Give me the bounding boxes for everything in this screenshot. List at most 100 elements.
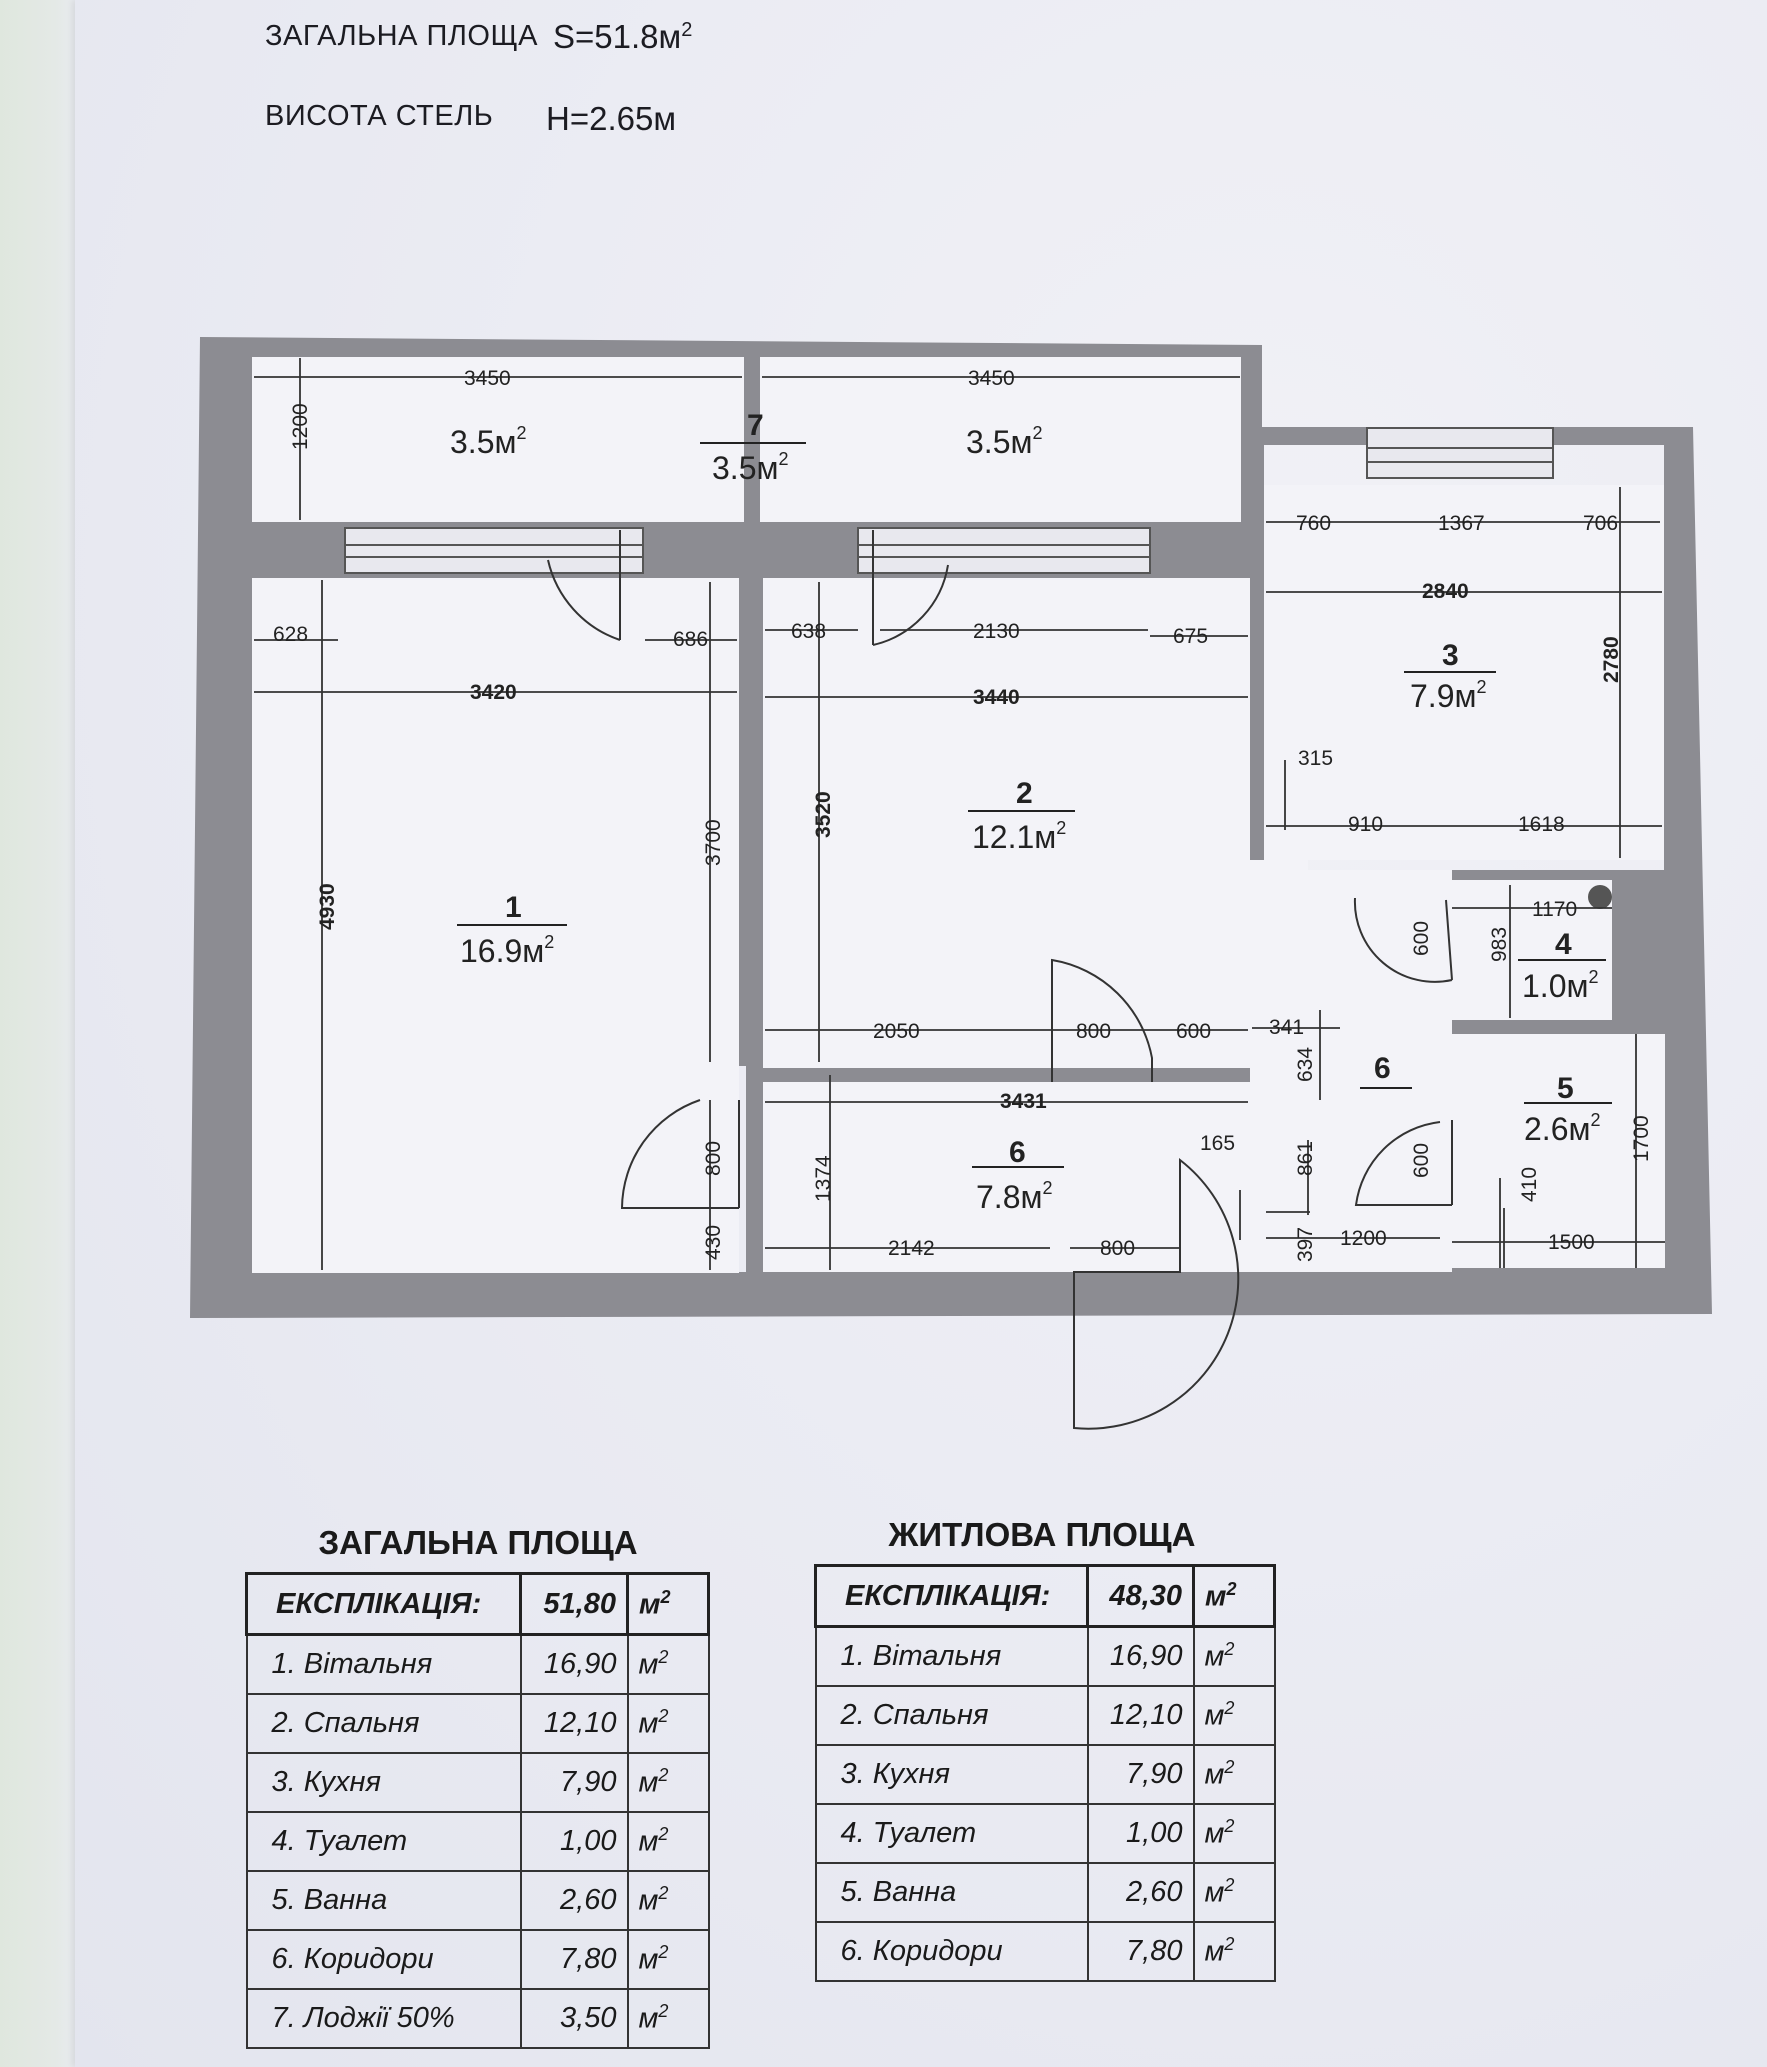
dim-label: 430: [702, 1225, 725, 1260]
dim-label: 4930: [316, 883, 339, 930]
dim-label: 1200: [289, 403, 312, 450]
room-name: 6. Коридори: [245, 1929, 522, 1990]
room-name: 4. Туалет: [814, 1803, 1089, 1864]
room-area: 1.0м2: [1522, 967, 1599, 1004]
unit: м2: [626, 1693, 710, 1754]
room-area: 7.9м2: [1410, 677, 1487, 714]
ceiling-height-label: ВИСОТА СТЕЛЬ: [265, 100, 494, 132]
room-value: 1,00: [519, 1811, 629, 1872]
dim-label: 341: [1269, 1016, 1304, 1039]
dim-label: 983: [1488, 927, 1511, 962]
room-labels: 1 16.9м2 2 12.1м2 3 7.9м2 4 1.0м2 5 2.6м…: [450, 409, 1612, 1215]
unit: м2: [626, 1988, 710, 2049]
dim-label: 2142: [888, 1237, 935, 1260]
dim-label: 165: [1200, 1132, 1235, 1155]
living-area-table-title: ЖИТЛОВА ПЛОЩА: [888, 1516, 1196, 1553]
unit: м2: [626, 1870, 710, 1931]
dim-label: 2050: [873, 1020, 920, 1043]
dim-label: 3420: [470, 681, 517, 704]
total-area-value: S=51.8м2: [553, 18, 693, 55]
room-number: 1: [505, 891, 522, 924]
dim-label: 1700: [1630, 1115, 1653, 1162]
dimension-lines: [254, 358, 1665, 1270]
room-name: 5. Ванна: [814, 1862, 1089, 1923]
windows: [344, 427, 1554, 574]
dim-label: 638: [791, 620, 826, 643]
dim-label: 397: [1294, 1227, 1317, 1262]
room-value: 1,00: [1086, 1803, 1195, 1864]
dim-label: 628: [273, 623, 308, 646]
room-name: 3. Кухня: [245, 1752, 522, 1813]
room-name: 5. Ванна: [245, 1870, 522, 1931]
dim-label: 1500: [1548, 1231, 1595, 1254]
dim-label: 2130: [973, 620, 1020, 643]
table-header-row: ЕКСПЛІКАЦІЯ: 51,80 м2: [244, 1572, 710, 1636]
room-number: 7: [747, 409, 764, 442]
unit: м2: [626, 1572, 710, 1636]
dim-label: 1367: [1438, 512, 1485, 535]
door-swings: [547, 530, 1453, 1430]
room-value: 7,90: [1086, 1744, 1195, 1805]
dim-label: 800: [1076, 1020, 1111, 1043]
dim-label: 686: [673, 628, 708, 651]
unit: м2: [626, 1752, 710, 1813]
room-area: 2.6м2: [1524, 1110, 1601, 1147]
dimension-labels: 3450 3450 1200 628 686 638 2130 675 3420…: [273, 367, 1653, 1262]
room-value: 2,60: [519, 1870, 629, 1931]
explication-total: 51,80: [519, 1572, 629, 1636]
unit: м2: [1192, 1685, 1276, 1746]
total-area-table-title: ЗАГАЛЬНА ПЛОЩА: [318, 1524, 638, 1561]
room-number: 3: [1442, 639, 1459, 672]
dim-label: 600: [1176, 1020, 1211, 1043]
loggia-area: 3.5м2: [450, 423, 527, 460]
room-area: 16.9м2: [460, 932, 554, 969]
dim-label: 910: [1348, 813, 1383, 836]
dim-label: 3520: [812, 791, 835, 838]
dim-label: 2840: [1422, 580, 1469, 603]
dim-label: 3450: [968, 367, 1015, 390]
room-name: 1. Вітальня: [245, 1633, 522, 1695]
room-name: 3. Кухня: [814, 1744, 1089, 1805]
room-name: 2. Спальня: [814, 1685, 1089, 1746]
room-value: 16,90: [519, 1633, 629, 1695]
dim-label: 2780: [1600, 636, 1623, 683]
dim-label: 600: [1410, 1143, 1433, 1178]
dim-label: 800: [702, 1141, 725, 1176]
dim-label: 861: [1294, 1141, 1317, 1176]
unit: м2: [1192, 1803, 1276, 1864]
dim-label: 800: [1100, 1237, 1135, 1260]
room-number: 5: [1557, 1072, 1574, 1105]
room-number: 6: [1009, 1136, 1026, 1169]
dim-label: 1170: [1532, 898, 1577, 921]
dim-label: 600: [1410, 921, 1433, 956]
dim-label: 3450: [464, 367, 511, 390]
room-area: 3.5м2: [712, 449, 789, 486]
vent-circle: [1588, 885, 1612, 909]
explication-label: ЕКСПЛІКАЦІЯ:: [813, 1564, 1090, 1628]
explication-label: ЕКСПЛІКАЦІЯ:: [244, 1572, 523, 1636]
room-value: 7,80: [519, 1929, 629, 1990]
dim-label: 760: [1296, 512, 1331, 535]
dim-label: 315: [1298, 747, 1333, 770]
total-area-label: ЗАГАЛЬНА ПЛОЩА: [265, 20, 538, 52]
room-name: 1. Вітальня: [814, 1625, 1089, 1687]
room-name: 6. Коридори: [814, 1921, 1089, 1982]
explication-total: 48,30: [1086, 1564, 1195, 1628]
room-value: 3,50: [519, 1988, 629, 2049]
dim-label: 3700: [702, 819, 725, 866]
dim-label: 634: [1294, 1047, 1317, 1082]
unit: м2: [1192, 1744, 1276, 1805]
room-number: 6: [1374, 1052, 1391, 1085]
room-number: 4: [1555, 928, 1572, 961]
